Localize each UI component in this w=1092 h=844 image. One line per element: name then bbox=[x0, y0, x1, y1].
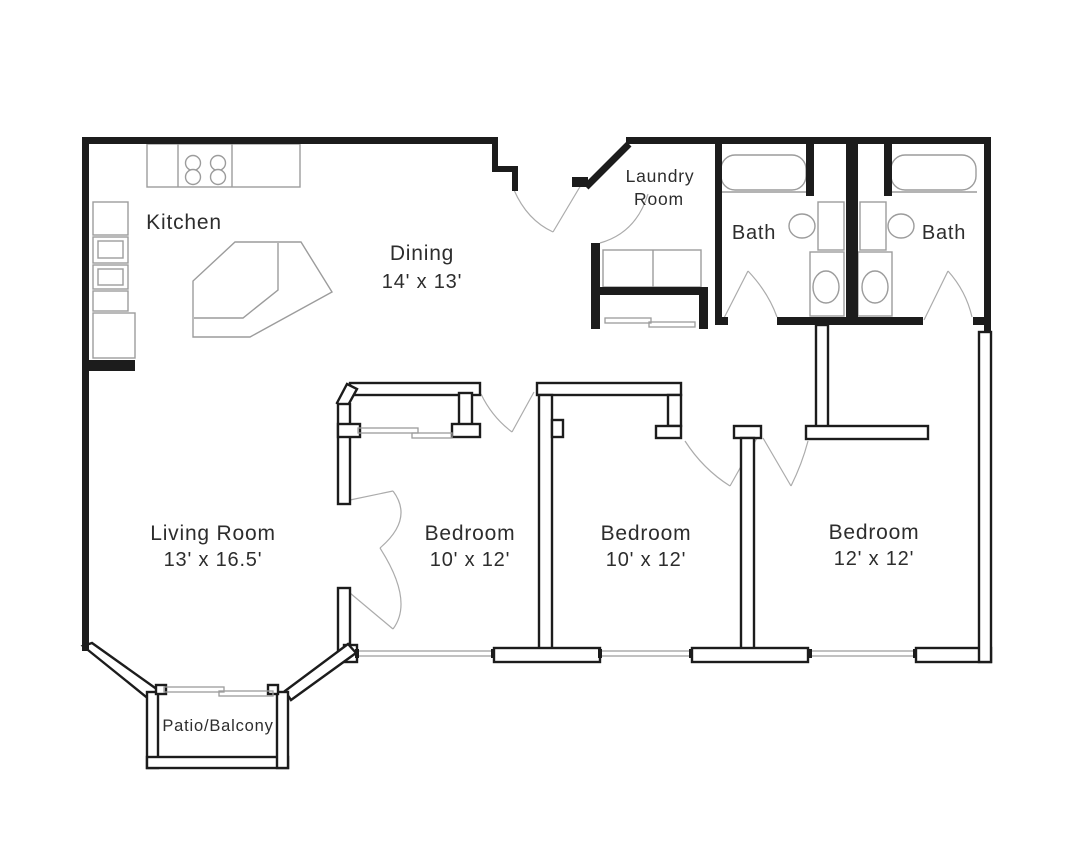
laundry-bath-walls bbox=[591, 143, 991, 329]
kitchen-island bbox=[192, 241, 333, 338]
window bbox=[808, 649, 917, 658]
bedroom-right-dims: 12' x 12' bbox=[834, 548, 914, 570]
sink-icon bbox=[788, 201, 845, 251]
laundry-door-swing bbox=[599, 193, 649, 244]
bath-left-label: Bath bbox=[732, 222, 776, 244]
bedroom-door-swing bbox=[480, 391, 535, 433]
window bbox=[355, 649, 495, 658]
bathtub-icon bbox=[719, 154, 807, 193]
bath-door-swing bbox=[722, 270, 778, 321]
bedroom-right-label: Bedroom bbox=[829, 521, 920, 544]
stove-icon bbox=[184, 154, 227, 186]
interior-walls bbox=[335, 323, 993, 664]
sink-icon bbox=[859, 201, 915, 251]
outer-walls bbox=[82, 137, 991, 651]
dining-label: Dining bbox=[390, 242, 454, 265]
living-room-label: Living Room bbox=[150, 522, 276, 545]
hall-closet-bypass-door bbox=[604, 317, 696, 328]
closet-sliding-door bbox=[357, 427, 453, 439]
patio-walls bbox=[80, 641, 358, 770]
toilet-icon bbox=[809, 251, 845, 317]
bedroom-middle-dims: 10' x 12' bbox=[606, 549, 686, 571]
washer-dryer-icon bbox=[602, 249, 702, 288]
bedroom-left-label: Bedroom bbox=[425, 522, 516, 545]
french-doors-swing bbox=[349, 490, 402, 630]
patio-sliding-door bbox=[163, 686, 274, 697]
laundry-label-line1: Laundry bbox=[626, 166, 695, 186]
bathtub-icon bbox=[890, 154, 977, 193]
entry-door-swing bbox=[513, 184, 582, 233]
kitchen-label: Kitchen bbox=[146, 211, 222, 234]
bedroom-left-dims: 10' x 12' bbox=[430, 549, 510, 571]
laundry-label-line2: Room bbox=[634, 189, 684, 209]
window bbox=[598, 649, 693, 658]
bedroom-middle-label: Bedroom bbox=[601, 522, 692, 545]
bath-right-label: Bath bbox=[922, 222, 966, 244]
kitchen-cabinets bbox=[92, 201, 136, 359]
toilet-icon bbox=[857, 251, 893, 317]
dining-dims: 14' x 13' bbox=[382, 271, 462, 293]
patio-label: Patio/Balcony bbox=[162, 717, 273, 735]
bedroom-door-swing bbox=[762, 437, 809, 487]
bath-door-swing bbox=[923, 270, 973, 321]
living-room-dims: 13' x 16.5' bbox=[164, 549, 263, 571]
